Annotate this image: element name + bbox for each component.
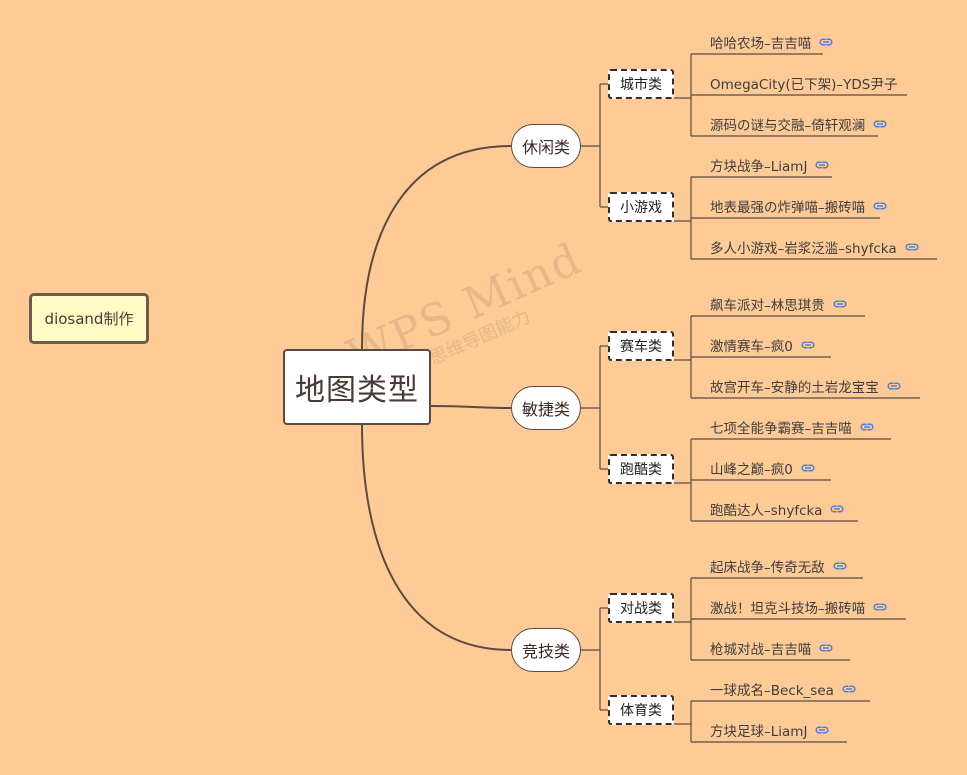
leaf-map-item[interactable]: 一球成名–Beck_sea	[710, 678, 856, 700]
link-icon[interactable]	[873, 201, 887, 211]
link-icon[interactable]	[819, 643, 833, 653]
sub-branch-node[interactable]: 小游戏	[608, 192, 674, 222]
branch-node[interactable]: 竞技类	[511, 628, 581, 672]
leaf-map-item[interactable]: 激战！坦克斗技场–搬砖喵	[710, 596, 887, 618]
leaf-map-item[interactable]: 山峰之巅–疯0	[710, 457, 815, 479]
root-node[interactable]: 地图类型	[283, 349, 431, 425]
leaf-label: 七项全能争霸赛–吉吉喵	[710, 421, 852, 437]
leaf-label: 方块战争–LiamJ	[710, 159, 808, 175]
link-icon[interactable]	[801, 463, 815, 473]
branch-node[interactable]: 休闲类	[511, 124, 581, 168]
link-icon[interactable]	[873, 602, 887, 612]
leaf-label: 飙车派对–林思琪贵	[710, 298, 825, 314]
link-icon[interactable]	[887, 381, 901, 391]
link-icon[interactable]	[801, 340, 815, 350]
link-icon[interactable]	[860, 422, 874, 432]
credit-node[interactable]: diosand制作	[29, 293, 149, 344]
leaf-map-item[interactable]: 方块战争–LiamJ	[710, 154, 829, 176]
link-icon[interactable]	[819, 37, 833, 47]
leaf-map-item[interactable]: 七项全能争霸赛–吉吉喵	[710, 416, 874, 438]
leaf-map-item[interactable]: 跑酷达人–shyfcka	[710, 498, 844, 520]
sub-branch-node[interactable]: 对战类	[608, 593, 674, 623]
leaf-map-item[interactable]: OmegaCity(已下架)–YDS尹子	[710, 72, 897, 94]
leaf-label: 哈哈农场–吉吉喵	[710, 36, 812, 52]
link-icon[interactable]	[815, 725, 829, 735]
sub-branch-node[interactable]: 跑酷类	[608, 454, 674, 484]
leaf-label: 源码の谜与交融–倚轩观澜	[710, 118, 866, 134]
leaf-map-item[interactable]: 故宫开车–安静的土岩龙宝宝	[710, 375, 901, 397]
leaf-label: 方块足球–LiamJ	[710, 724, 808, 740]
leaf-map-item[interactable]: 枪城对战–吉吉喵	[710, 637, 833, 659]
link-icon[interactable]	[873, 119, 887, 129]
leaf-map-item[interactable]: 飙车派对–林思琪贵	[710, 293, 847, 315]
leaf-label: 枪城对战–吉吉喵	[710, 642, 812, 658]
leaf-label: 起床战争–传奇无敌	[710, 560, 825, 576]
leaf-label: 激战！坦克斗技场–搬砖喵	[710, 601, 866, 617]
link-icon[interactable]	[833, 299, 847, 309]
leaf-map-item[interactable]: 地表最强の炸弹喵–搬砖喵	[710, 195, 887, 217]
leaf-map-item[interactable]: 起床战争–传奇无敌	[710, 555, 847, 577]
sub-branch-node[interactable]: 赛车类	[608, 331, 674, 361]
leaf-label: 山峰之巅–疯0	[710, 462, 793, 478]
leaf-map-item[interactable]: 源码の谜与交融–倚轩观澜	[710, 113, 887, 135]
leaf-label: 故宫开车–安静的土岩龙宝宝	[710, 380, 879, 396]
sub-branch-node[interactable]: 体育类	[608, 695, 674, 725]
link-icon[interactable]	[842, 684, 856, 694]
link-icon[interactable]	[830, 504, 844, 514]
link-icon[interactable]	[815, 160, 829, 170]
leaf-label: 跑酷达人–shyfcka	[710, 503, 823, 519]
link-icon[interactable]	[833, 561, 847, 571]
leaf-label: 一球成名–Beck_sea	[710, 683, 834, 699]
leaf-label: OmegaCity(已下架)–YDS尹子	[710, 77, 898, 93]
sub-branch-node[interactable]: 城市类	[608, 69, 674, 99]
link-icon[interactable]	[905, 242, 919, 252]
leaf-map-item[interactable]: 方块足球–LiamJ	[710, 719, 829, 741]
leaf-map-item[interactable]: 多人小游戏–岩浆泛滥–shyfcka	[710, 236, 919, 258]
leaf-label: 地表最强の炸弹喵–搬砖喵	[710, 200, 866, 216]
leaf-map-item[interactable]: 哈哈农场–吉吉喵	[710, 31, 833, 53]
leaf-label: 多人小游戏–岩浆泛滥–shyfcka	[710, 241, 897, 257]
leaf-map-item[interactable]: 激情赛车–疯0	[710, 334, 815, 356]
leaf-label: 激情赛车–疯0	[710, 339, 793, 355]
branch-node[interactable]: 敏捷类	[511, 386, 581, 430]
